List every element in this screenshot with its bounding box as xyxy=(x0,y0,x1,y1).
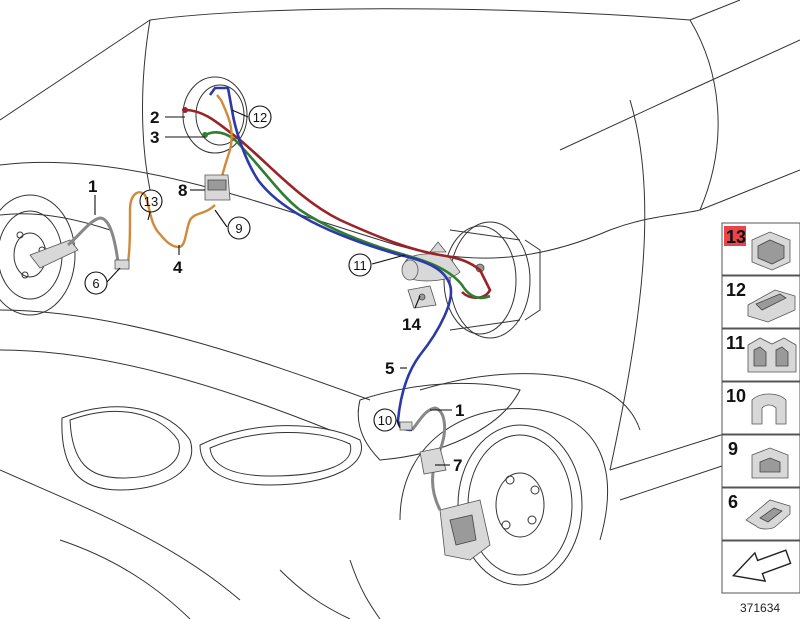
parts-panel-item-13[interactable]: 13 xyxy=(721,222,800,276)
callout-13-circle xyxy=(139,189,163,213)
brake-booster xyxy=(401,221,541,339)
callout-12: 12 xyxy=(253,110,267,125)
callout-10-circle xyxy=(373,408,397,432)
callout-11-circle xyxy=(348,253,372,277)
callout-2: 2 xyxy=(150,108,159,127)
callout-6: 6 xyxy=(92,276,99,291)
callout-4: 4 xyxy=(173,258,183,277)
brake-line-orange-lower xyxy=(126,191,216,263)
callout-9: 9 xyxy=(235,221,242,236)
brake-hose-left xyxy=(67,216,120,263)
callout-6-circle xyxy=(84,271,108,295)
callout-8: 8 xyxy=(178,181,187,200)
parts-panel-number-11: 11 xyxy=(726,333,745,353)
parts-panel-number-13: 13 xyxy=(726,227,746,247)
left-brake-disc xyxy=(0,194,79,316)
parts-panel-item-10[interactable]: 10 xyxy=(721,381,800,435)
clip-6-icon xyxy=(745,499,791,530)
parts-panel-item-12[interactable]: 12 xyxy=(721,275,800,329)
callout-1-right: 1 xyxy=(455,401,464,420)
parts-panel-number-10: 10 xyxy=(726,386,746,406)
parts-panel-number-6: 6 xyxy=(728,492,738,512)
arrow-icon xyxy=(731,549,792,582)
front-brake-disc xyxy=(439,424,583,586)
parts-panel-item-9[interactable]: 9 xyxy=(721,434,800,488)
clip-10-icon xyxy=(751,393,787,425)
brake-line-orange-upper xyxy=(216,94,233,186)
clip-11-icon xyxy=(747,337,797,373)
diagram-id: 371634 xyxy=(740,601,780,615)
callout-7: 7 xyxy=(453,456,462,475)
callout-3: 3 xyxy=(150,128,159,147)
brake-hose-right xyxy=(410,406,447,511)
clip-9-icon xyxy=(751,447,789,479)
parts-panel-item-11[interactable]: 11 xyxy=(721,328,800,382)
brake-line-blue xyxy=(208,86,453,432)
callout-1-left: 1 xyxy=(88,177,97,196)
brake-line-green xyxy=(204,130,491,300)
callout-12-circle xyxy=(248,105,272,129)
callout-9-circle xyxy=(227,216,251,240)
parts-panel-number-9: 9 xyxy=(728,439,738,459)
callout-labels: 1 1 2 3 4 5 6 7 8 9 10 11 12 13 14 xyxy=(84,105,464,475)
callout-5: 5 xyxy=(385,359,394,378)
hardware-parts xyxy=(114,107,447,475)
leader-lines xyxy=(94,109,452,466)
clip-13-icon xyxy=(751,231,791,271)
parts-panel: 13 12 11 10 xyxy=(721,222,800,615)
callout-13: 13 xyxy=(144,194,158,209)
callout-10: 10 xyxy=(378,413,392,428)
clip-12-icon xyxy=(747,289,796,323)
brake-lines xyxy=(67,86,492,511)
callout-11: 11 xyxy=(353,258,367,273)
parts-panel-item-arrow[interactable] xyxy=(721,540,800,594)
parts-panel-number-12: 12 xyxy=(726,280,746,300)
callout-14: 14 xyxy=(402,315,421,334)
parts-panel-item-6[interactable]: 6 xyxy=(721,487,800,541)
